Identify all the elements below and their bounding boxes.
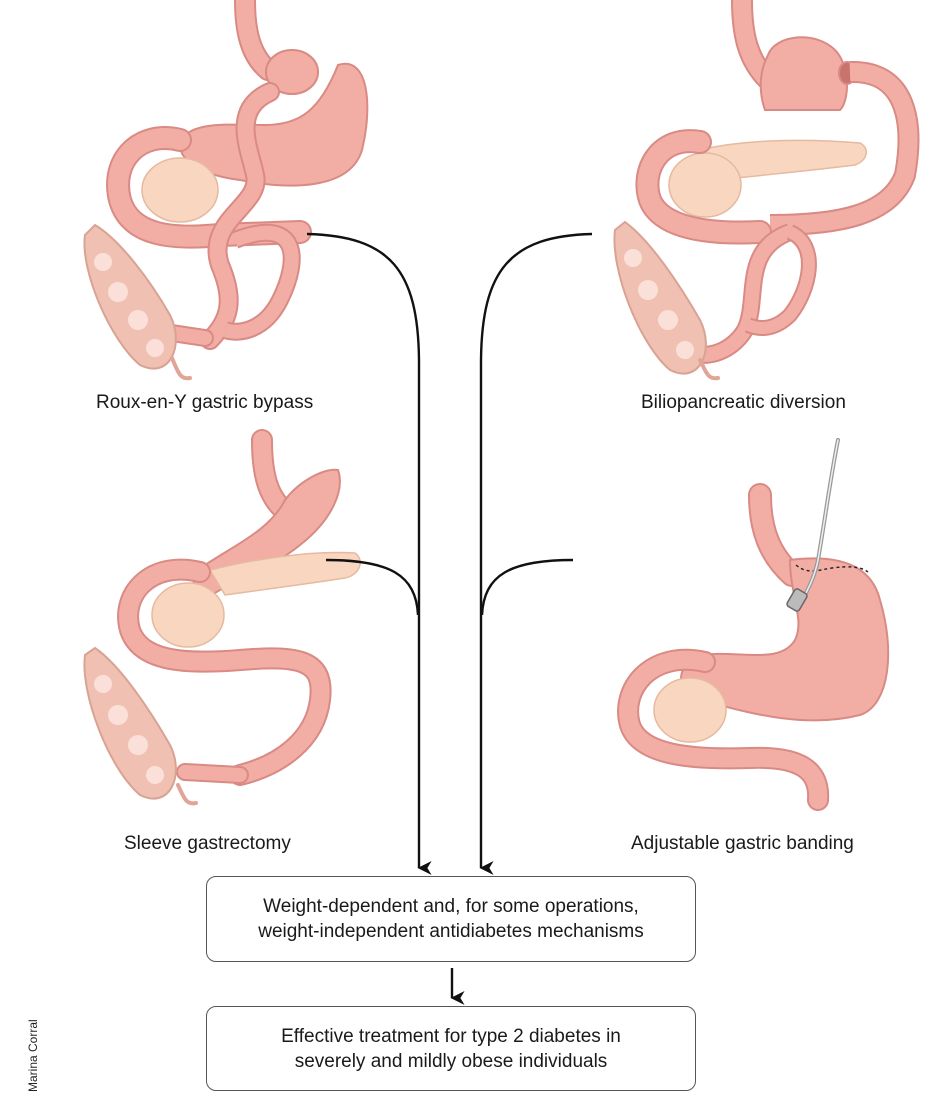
gastric-remnant	[759, 36, 848, 111]
sleeve-illustration	[83, 429, 361, 806]
outcome-line-2: severely and mildly obese individuals	[294, 1050, 608, 1072]
arrow-sleeve	[325, 558, 420, 616]
gastric-pouch	[265, 49, 319, 95]
roux-en-y-illustration	[83, 0, 369, 381]
outcome-box: Effective treatment for type 2 diabetes …	[206, 1006, 696, 1091]
pancreas	[208, 551, 361, 596]
pancreas	[141, 157, 219, 223]
outcome-line-1: Effective treatment for type 2 diabetes …	[281, 1025, 621, 1047]
colon	[613, 220, 720, 381]
colon	[83, 223, 192, 381]
mechanism-line-2: weight-independent antidiabetes mechanis…	[258, 921, 644, 942]
label-roux-en-y: Roux-en-Y gastric bypass	[96, 392, 314, 413]
mechanism-box: Weight-dependent and, for some operation…	[206, 876, 696, 962]
mechanism-line-1: Weight-dependent and, for some operation…	[263, 896, 639, 917]
pancreas	[698, 139, 867, 181]
label-biliopancreatic: Biliopancreatic diversion	[641, 392, 846, 413]
label-banding: Adjustable gastric banding	[631, 833, 854, 854]
biliopancreatic-illustration	[613, 0, 920, 381]
pancreas	[653, 677, 727, 743]
illustrator-credit: Marina Corral	[26, 1019, 40, 1092]
colon	[83, 646, 198, 806]
arrow-banding	[480, 558, 574, 616]
band-port	[786, 588, 808, 612]
arrow-biliopancreatic	[479, 232, 593, 875]
banding-illustration	[617, 438, 890, 811]
arrow-roux-en-y	[306, 232, 432, 875]
label-sleeve: Sleeve gastrectomy	[124, 833, 291, 854]
